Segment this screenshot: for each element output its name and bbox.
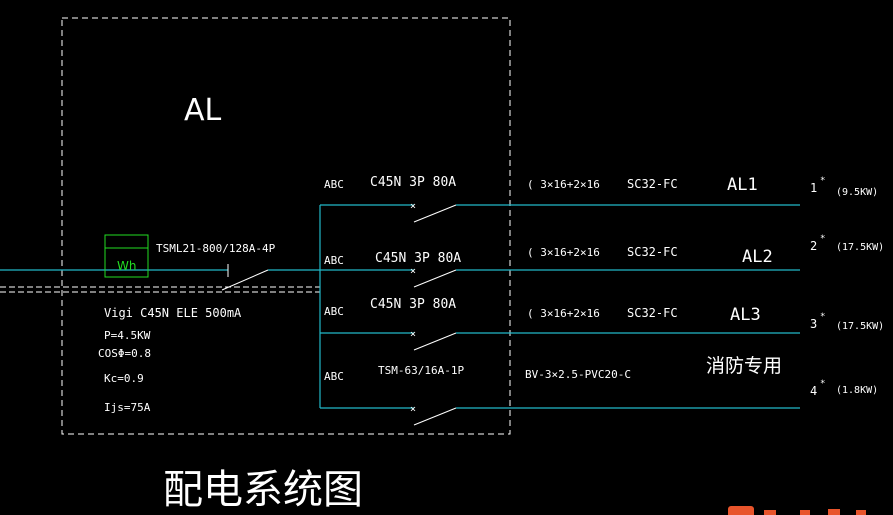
circuit-3-number: 3 [810,317,817,331]
circuit-1: × ABC C45N 3P 80A ( 3×16+2×16 SC32-FC AL… [320,175,878,223]
svg-text:×: × [410,329,416,340]
kc-label: Kc=0.9 [104,372,144,385]
circuit-3-cable: ( 3×16+2×16 [527,307,600,320]
circuit-2-phase: ABC [324,254,344,267]
svg-text:*: * [820,312,825,322]
circuit-2-load: (17.5KW) [836,242,884,253]
circuit-4-number: 4 [810,384,817,398]
circuit-1-breaker: C45N 3P 80A [370,175,456,190]
meter-label: Wh [117,259,136,273]
svg-text:*: * [820,379,825,389]
rcd-label: Vigi C45N ELE 500mA [104,306,242,320]
circuit-4-cable: BV-3×2.5-PVC20-C [525,368,631,381]
main-breaker-label: TSML21-800/128A-4P [156,242,276,255]
svg-text:*: * [820,234,825,244]
circuit-2-name: AL2 [742,247,773,267]
circuit-3-load: (17.5KW) [836,321,884,332]
panel-name: AL [184,93,222,128]
svg-text:*: * [820,176,825,186]
svg-text:×: × [410,404,416,415]
power-label: P=4.5KW [104,329,151,342]
panel-frame [61,17,511,435]
svg-text:×: × [410,201,416,212]
circuit-1-load: (9.5KW) [836,187,878,198]
circuit-2-number: 2 [810,239,817,253]
circuit-4-load: (1.8KW) [836,385,878,396]
circuit-2: × ABC C45N 3P 80A ( 3×16+2×16 SC32-FC AL… [320,234,884,288]
watermark-logo [728,506,866,515]
circuit-3-phase: ABC [324,305,344,318]
circuit-3-name: AL3 [730,305,761,325]
circuit-1-conduit: SC32-FC [627,177,678,191]
circuit-3-conduit: SC32-FC [627,306,678,320]
circuit-2-breaker: C45N 3P 80A [375,251,461,266]
energy-meter: Wh [104,234,149,278]
circuit-2-cable: ( 3×16+2×16 [527,246,600,259]
cos-label: COSΦ=0.8 [98,347,151,360]
svg-text:×: × [410,266,416,277]
circuit-1-phase: ABC [324,178,344,191]
circuit-4: × ABC TSM-63/16A-1P BV-3×2.5-PVC20-C 消防专… [320,355,878,426]
circuit-3: × ABC C45N 3P 80A ( 3×16+2×16 SC32-FC AL… [320,297,884,351]
circuit-4-name: 消防专用 [706,355,782,377]
main-breaker-blade [221,269,269,291]
circuit-1-name: AL1 [727,175,758,195]
drawing-title: 配电系统图 [163,467,363,513]
circuit-3-breaker: C45N 3P 80A [370,297,456,312]
circuit-1-number: 1 [810,181,817,195]
circuit-4-breaker: TSM-63/16A-1P [378,364,464,377]
circuit-1-cable: ( 3×16+2×16 [527,178,600,191]
ijs-label: Ijs=75A [104,401,151,414]
circuit-2-conduit: SC32-FC [627,245,678,259]
circuit-4-phase: ABC [324,370,344,383]
